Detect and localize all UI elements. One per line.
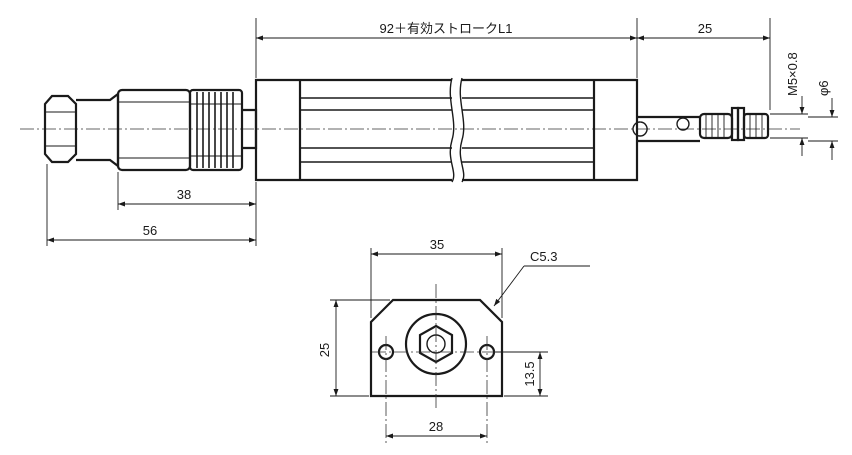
rod-extension-label: 25 — [698, 21, 712, 36]
dim-thread: M5×0.8 — [770, 52, 808, 156]
stroke-length-label: 92＋有効ストロークL1 — [380, 21, 513, 36]
rod-diameter-label: φ6 — [816, 80, 831, 96]
connector-long-label: 56 — [143, 223, 157, 238]
dim-hole-pitch: 28 — [386, 419, 487, 439]
dim-flange-width: 35 — [370, 237, 503, 318]
flange-width-label: 35 — [430, 237, 444, 252]
dim-connector-long: 56 — [46, 164, 257, 246]
connector-neck — [76, 91, 120, 169]
knurled-ring — [188, 88, 244, 172]
hole-pitch-label: 28 — [429, 419, 443, 434]
flange-height-label: 25 — [317, 343, 332, 357]
threaded-rod-end — [698, 106, 770, 142]
sensor-housing — [254, 77, 639, 183]
dim-flange-height: 25 — [317, 299, 390, 397]
connector-short-label: 38 — [177, 187, 191, 202]
dim-rod-extension: 25 — [637, 18, 771, 110]
connector-hex-nut — [43, 94, 78, 164]
dim-connector-short: 38 — [117, 172, 257, 210]
dim-rod-diameter: φ6 — [808, 80, 838, 160]
dim-chamfer: C5.3 — [493, 249, 590, 307]
sensor-rod — [632, 115, 700, 143]
side-view: 92＋有効ストロークL1 25 M5×0.8 φ6 — [20, 18, 838, 246]
thread-label: M5×0.8 — [785, 52, 800, 96]
dim-hole-height: 13.5 — [495, 351, 548, 397]
connector-body — [116, 88, 192, 172]
dim-stroke-length: 92＋有効ストロークL1 — [255, 18, 638, 78]
hole-height-label: 13.5 — [522, 361, 537, 386]
flange-view: 35 C5.3 25 13.5 28 — [317, 237, 590, 444]
chamfer-label: C5.3 — [530, 249, 557, 264]
flange-outline — [369, 298, 504, 398]
